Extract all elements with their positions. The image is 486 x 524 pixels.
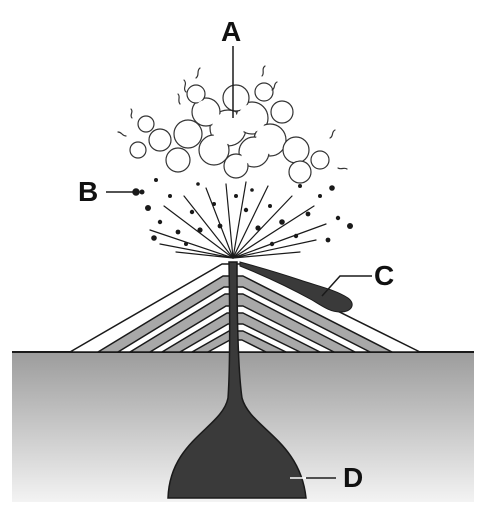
leader-line-c [321, 275, 372, 297]
volcanic-cone [69, 263, 421, 353]
leader-lines [106, 46, 372, 479]
label-b: B [78, 176, 99, 207]
plume-wisps [117, 65, 348, 170]
plume-fill [151, 87, 309, 181]
label-c: C [374, 260, 395, 291]
volcanic-ash-particles [139, 178, 353, 247]
leader-dot-b [132, 188, 140, 196]
ejecta-streaks [149, 181, 327, 259]
label-d: D [343, 462, 364, 493]
label-a: A [221, 16, 242, 47]
magma-chamber-and-conduit [167, 261, 307, 499]
lava-flow [239, 261, 353, 313]
